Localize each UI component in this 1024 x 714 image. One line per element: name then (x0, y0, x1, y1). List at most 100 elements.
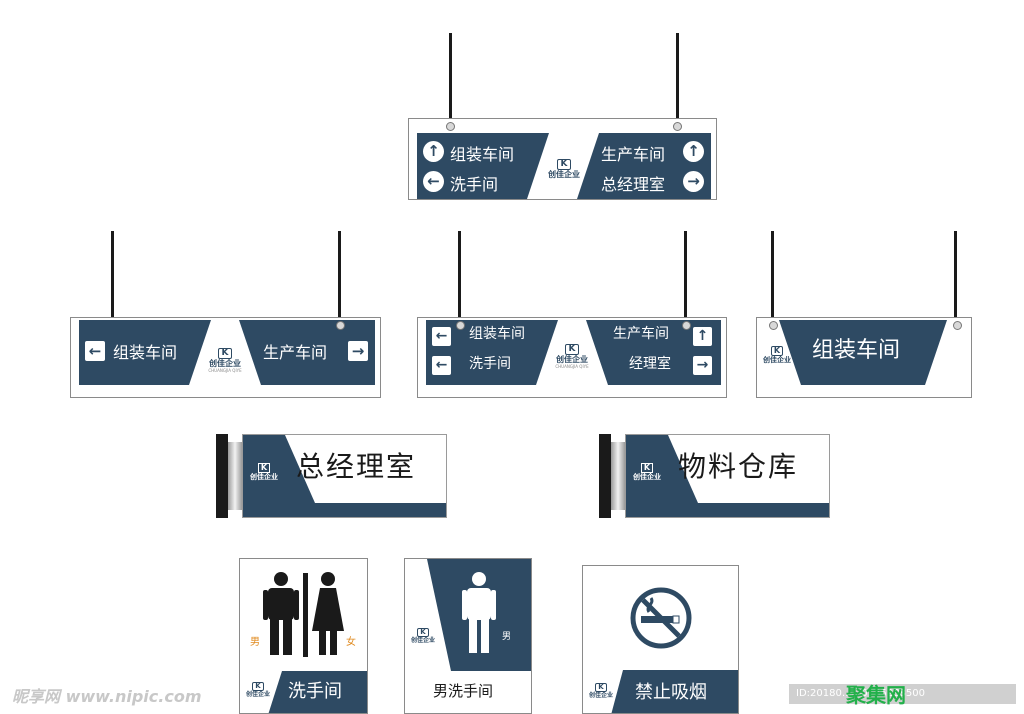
sign-label: 组装车间 (812, 338, 901, 363)
sign-label: 组装车间 (469, 326, 525, 342)
brand-name: 创佳企业 (250, 473, 278, 481)
brand-name: 创佳企业 (245, 691, 270, 698)
brand-logo: K 创佳企业 CHUANGJIA QIYE (550, 338, 594, 369)
sign-label: 总经理室 (601, 175, 666, 194)
arrow-left-icon: ← (432, 327, 451, 346)
hanger-grommet (456, 321, 465, 330)
hanger-grommet (953, 321, 962, 330)
sign-label: 洗手间 (469, 356, 511, 372)
brand-logo: K 创佳企业 (242, 675, 274, 698)
mount-cylinder (228, 442, 242, 510)
plate-face: K 创佳企业 总经理室 (242, 434, 447, 518)
hanger-grommet (336, 321, 345, 330)
brand-logo: K 创佳企业 (541, 153, 587, 179)
hanging-rod (449, 33, 452, 127)
brand-name-en: CHUANGJIA QIYE (555, 364, 589, 369)
brand-logo: K 创佳企业 (247, 457, 281, 481)
sign-nosmoke-background (611, 670, 738, 713)
plate-background (626, 435, 829, 517)
brand-logo: K 创佳企业 (585, 676, 617, 699)
watermark-bar (789, 684, 1016, 704)
mount-bracket (216, 434, 228, 518)
arrow-right-icon: → (693, 356, 712, 375)
brand-logo-icon: K (770, 346, 784, 356)
mount-bracket (599, 434, 611, 518)
brand-logo-icon: K (252, 682, 264, 691)
hanging-rod (676, 33, 679, 127)
sign-label: 组装车间 (113, 343, 178, 362)
brand-logo-icon: K (417, 628, 429, 637)
arrow-right-icon: → (683, 171, 704, 192)
sign-restroom: 男 女 K 创佳企业 洗手间 (239, 558, 368, 714)
brand-name: 创佳企业 (548, 170, 580, 179)
watermark-left: 昵享网 www.nipic.com (12, 687, 202, 706)
hanging-rod (771, 231, 774, 325)
arrow-up-icon: ↑ (683, 141, 704, 162)
arrow-left-icon: ← (85, 341, 105, 361)
brand-logo: K 创佳企业 CHUANGJIA QIYE (203, 342, 247, 373)
brand-logo-icon: K (556, 159, 572, 170)
hanging-rod (684, 231, 687, 322)
sign-label: 组装车间 (450, 145, 515, 164)
brand-logo-icon: K (640, 463, 654, 473)
sign-label: 男洗手间 (433, 682, 494, 700)
mount-cylinder (611, 442, 625, 510)
sign-mid1-directional: ← 组装车间 K 创佳企业 CHUANGJIA QIYE 生产车间 → (70, 317, 381, 398)
arrow-up-icon: ↑ (423, 141, 444, 162)
sign-label: 生产车间 (263, 343, 328, 362)
sign-top-directional: ↑ 组装车间 ← 洗手间 K 创佳企业 生产车间 ↑ 总经理室 → (408, 118, 717, 200)
hanging-rod (338, 231, 341, 322)
male-pictogram-icon (462, 572, 496, 653)
hanger-grommet (769, 321, 778, 330)
sign-top-background (417, 133, 711, 199)
no-smoking-icon (630, 587, 692, 649)
brand-logo: K 创佳企业 (759, 340, 795, 364)
hanger-grommet (446, 122, 455, 131)
wall-plate-warehouse: K 创佳企业 物料仓库 (599, 434, 830, 518)
sign-mid1-background (79, 320, 375, 385)
brand-logo-icon: K (257, 463, 271, 473)
brand-logo: K 创佳企业 (630, 457, 664, 481)
arrow-left-icon: ← (423, 171, 444, 192)
sign-label: 经理室 (629, 356, 671, 372)
sign-mid3-directional: K 创佳企业 组装车间 (756, 317, 972, 398)
sign-label: 生产车间 (613, 326, 669, 342)
brand-logo: K 创佳企业 (407, 621, 439, 644)
watermark-id: ID:20180… 20165288500 (796, 688, 925, 699)
plate-background (243, 435, 446, 517)
watermark-brand: 聚集网 (846, 683, 906, 707)
hanger-grommet (682, 321, 691, 330)
hanging-rod (954, 231, 957, 325)
sign-label: 生产车间 (601, 145, 666, 164)
hanging-rod (458, 231, 461, 322)
arrow-right-icon: → (348, 341, 368, 361)
sign-no-smoking: K 创佳企业 禁止吸烟 (582, 565, 739, 714)
plate-label: 物料仓库 (678, 450, 799, 483)
sign-restroom-background (268, 671, 367, 713)
brand-name: 创佳企业 (763, 356, 791, 364)
hanger-grommet (673, 122, 682, 131)
brand-logo-icon: K (595, 683, 607, 692)
sign-label: 洗手间 (450, 175, 499, 194)
sign-mid3-background (779, 320, 947, 385)
brand-name: 创佳企业 (556, 355, 588, 364)
hanging-rod (111, 231, 114, 322)
brand-logo-icon: K (217, 348, 233, 359)
male-female-pictogram-icon (263, 572, 344, 657)
brand-name: 创佳企业 (209, 359, 241, 368)
plate-face: K 创佳企业 物料仓库 (625, 434, 830, 518)
brand-name-en: CHUANGJIA QIYE (208, 368, 242, 373)
sign-mid2-directional: ← 组装车间 ← 洗手间 K 创佳企业 CHUANGJIA QIYE 生产车间 … (417, 317, 727, 398)
brand-name: 创佳企业 (410, 637, 435, 644)
sign-mens-restroom: 男 K 创佳企业 男洗手间 (404, 558, 532, 714)
brand-name: 创佳企业 (633, 473, 661, 481)
brand-name: 创佳企业 (588, 692, 613, 699)
sign-label: 洗手间 (288, 681, 342, 702)
arrow-up-icon: ↑ (693, 327, 712, 346)
plate-label: 总经理室 (296, 450, 417, 483)
wall-plate-office: K 创佳企业 总经理室 (216, 434, 447, 518)
sign-label: 禁止吸烟 (635, 682, 707, 703)
brand-logo-icon: K (564, 344, 580, 355)
arrow-left-icon: ← (432, 356, 451, 375)
men-label: 男 (250, 637, 260, 648)
